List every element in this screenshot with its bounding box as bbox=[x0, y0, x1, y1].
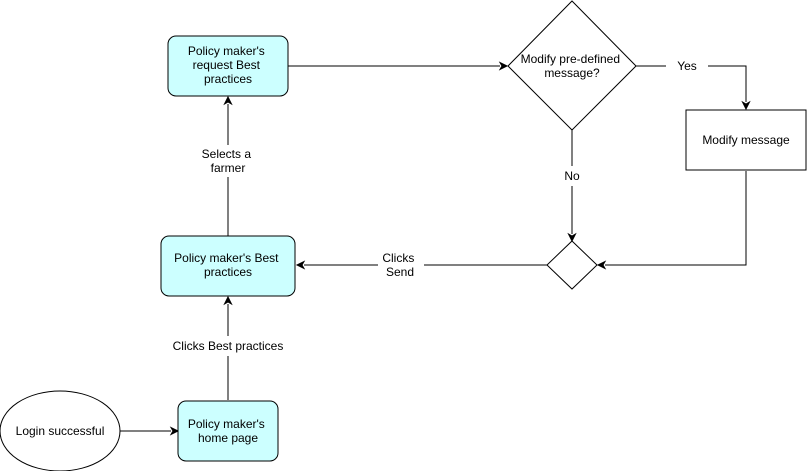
node-request-best-practices: Policy maker's request Best practices bbox=[167, 35, 289, 97]
arrowhead-decision-no bbox=[567, 232, 577, 243]
edge-label-clicks-best-practices: Clicks Best practices bbox=[173, 339, 284, 353]
edge-label-clicks-send: Clicks Send bbox=[382, 251, 417, 279]
edge-label-yes: Yes bbox=[677, 59, 697, 73]
node-home-page: Policy maker's home page bbox=[177, 400, 279, 462]
node-request-line-2: request Best bbox=[193, 58, 261, 72]
edge-label-selects-farmer: Selects a farmer bbox=[202, 147, 255, 175]
arrowhead-clicks-send bbox=[295, 260, 306, 270]
node-home-line-2: home page bbox=[198, 431, 258, 445]
node-home-line-1: Policy maker's bbox=[188, 417, 265, 431]
arrowhead-login-to-home bbox=[169, 426, 180, 436]
node-modify-question: Modify pre-defined message? bbox=[507, 0, 637, 131]
node-request-line-3: practices bbox=[204, 72, 252, 86]
svg-text:Policy maker's Best prac: Policy maker's Best practices bbox=[174, 251, 282, 279]
arrowhead-request-to-decision bbox=[498, 61, 509, 71]
node-request-line-1: Policy maker's bbox=[188, 44, 265, 58]
node-question-line-1: Modify pre-defined bbox=[521, 52, 620, 66]
arrowhead-selects-farmer bbox=[223, 95, 233, 106]
node-question-line-2: message? bbox=[544, 66, 600, 80]
edges bbox=[120, 61, 751, 436]
arrowhead-clicks-best-practices bbox=[223, 295, 233, 306]
svg-text:Modify pre-defined messa: Modify pre-defined message? bbox=[521, 52, 624, 80]
svg-text:Policy maker's home page: Policy maker's home page bbox=[188, 417, 268, 445]
node-best-practices: Policy maker's Best practices bbox=[160, 235, 296, 297]
edge-label-no: No bbox=[564, 169, 580, 183]
arrowhead-decision-yes bbox=[741, 100, 751, 111]
edge-modify-to-merge bbox=[605, 171, 747, 266]
svg-text:Policy maker's request B: Policy maker's request Best practices bbox=[188, 44, 268, 86]
node-best-practices-line-1: Policy maker's Best bbox=[174, 251, 279, 265]
edge-labels: Yes No Clicks Send Selects a farmer Clic… bbox=[168, 56, 708, 356]
node-login-successful: Login successful bbox=[0, 390, 121, 471]
node-best-practices-line-2: practices bbox=[204, 265, 252, 279]
svg-text:Modify message: Modify message bbox=[702, 133, 790, 147]
node-merge-decision bbox=[546, 240, 598, 290]
arrowhead-modify-to-merge bbox=[596, 260, 607, 270]
node-modify-message: Modify message bbox=[685, 109, 807, 171]
svg-text:Login successful: Login successful bbox=[16, 424, 105, 438]
